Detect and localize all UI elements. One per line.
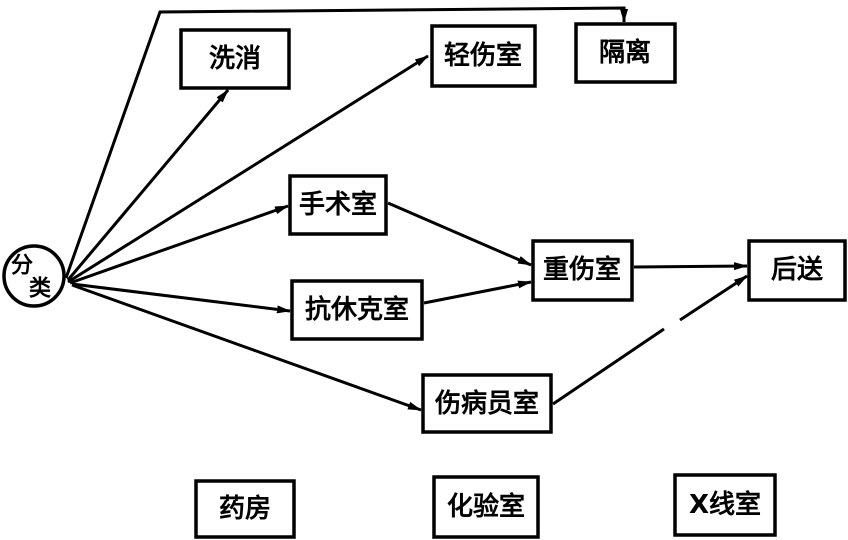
surgery-box xyxy=(288,174,388,236)
edges-layer xyxy=(64,6,748,412)
edge-triage-decon xyxy=(66,89,230,281)
edge-triage-antishock xyxy=(71,282,291,314)
decon-label: 洗消 xyxy=(209,44,261,74)
xray-label: X线室 xyxy=(689,489,761,520)
edge-antishock-severe xyxy=(423,280,532,305)
isolation-box xyxy=(574,22,677,84)
ward-label: 伤病员室 xyxy=(434,388,539,419)
node-pharmacy[interactable]: 药房 xyxy=(194,479,296,539)
triage-label-part2: 类 xyxy=(29,277,52,302)
pharmacy-box xyxy=(194,479,296,539)
antishock-box xyxy=(290,279,424,341)
edge-ward-evac xyxy=(552,276,747,406)
edge-triage-isolation xyxy=(64,6,628,279)
minor-label: 轻伤室 xyxy=(444,40,522,71)
node-minor[interactable]: 轻伤室 xyxy=(430,24,537,88)
node-xray[interactable]: X线室 xyxy=(673,473,777,537)
node-decon[interactable]: 洗消 xyxy=(179,28,291,90)
edge-surgery-severe xyxy=(387,201,532,267)
evac-box xyxy=(747,239,847,302)
node-evac[interactable]: 后送 xyxy=(747,239,847,302)
severe-box xyxy=(531,239,634,302)
evac-label: 后送 xyxy=(771,255,823,285)
node-lab[interactable]: 化验室 xyxy=(432,475,540,539)
edge-triage-ward xyxy=(71,283,422,412)
triage-circle xyxy=(2,244,66,308)
xray-box xyxy=(673,473,777,537)
edge-triage-minor xyxy=(67,54,429,284)
node-antishock[interactable]: 抗休克室 xyxy=(290,279,424,341)
isolation-label: 隔离 xyxy=(599,37,651,68)
pharmacy-label: 药房 xyxy=(219,494,271,524)
node-triage[interactable]: 分 类 xyxy=(2,244,66,308)
edge-triage-surgery xyxy=(69,204,289,285)
lab-label: 化验室 xyxy=(447,491,525,522)
node-surgery[interactable]: 手术室 xyxy=(288,174,388,236)
antishock-label: 抗休克室 xyxy=(305,294,409,325)
node-isolation[interactable]: 隔离 xyxy=(574,22,677,84)
lab-box xyxy=(432,475,540,539)
edge-severe-evac xyxy=(633,262,748,271)
decon-box xyxy=(179,28,291,90)
node-severe[interactable]: 重伤室 xyxy=(531,239,634,302)
minor-box xyxy=(430,24,537,88)
ward-box xyxy=(421,373,553,434)
surgery-label: 手术室 xyxy=(299,189,377,220)
node-ward[interactable]: 伤病员室 xyxy=(421,373,553,434)
triage-label-part1: 分 xyxy=(11,254,33,279)
severe-label: 重伤室 xyxy=(543,254,621,285)
